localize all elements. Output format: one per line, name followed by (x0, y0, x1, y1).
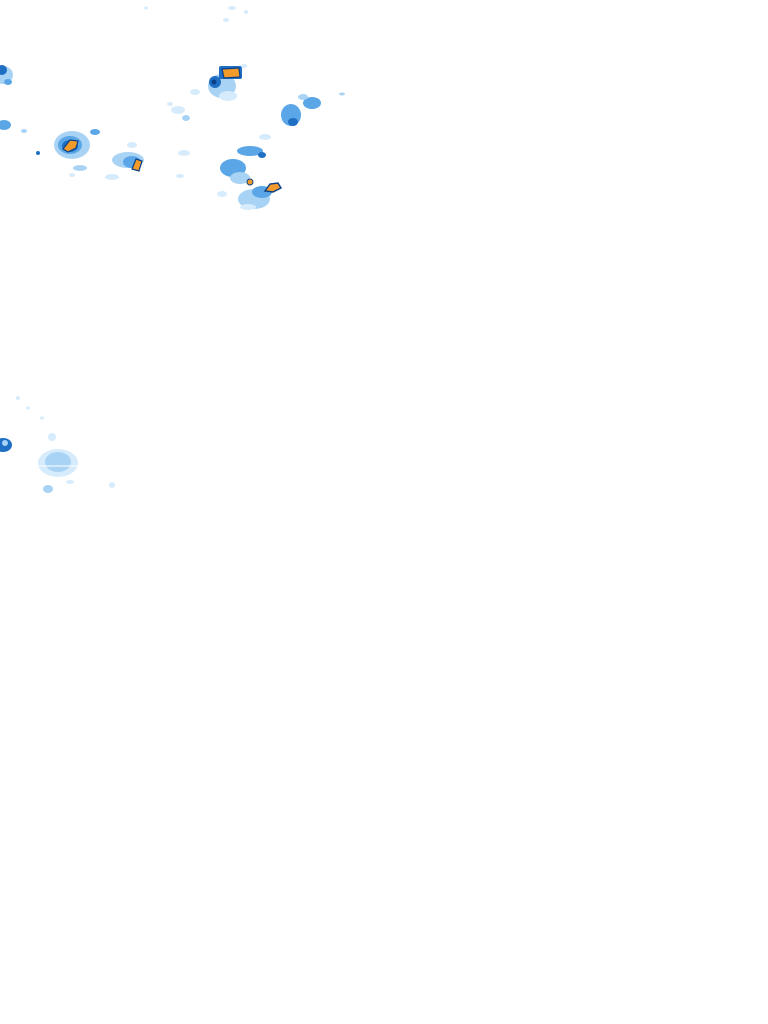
precip-cell (43, 485, 53, 493)
precip-core (221, 67, 241, 79)
precip-cell (0, 65, 7, 75)
precip-cell (21, 129, 27, 133)
precip-cell (144, 6, 148, 10)
precip-core (131, 158, 143, 172)
precip-cell (178, 150, 190, 156)
precipitation-layer (0, 6, 345, 493)
precip-cell (288, 118, 298, 126)
precip-core (62, 139, 79, 153)
precip-cell (259, 134, 271, 140)
precip-cell (182, 115, 190, 121)
precip-cell (0, 120, 11, 130)
precip-core (246, 178, 254, 186)
precip-cell (105, 174, 119, 180)
precip-core (263, 182, 282, 193)
precip-cell (73, 165, 87, 171)
precip-cell (241, 64, 247, 68)
precip-cell (230, 172, 250, 184)
precip-cell (240, 204, 256, 210)
precip-cell (219, 91, 237, 101)
precip-cell (45, 452, 71, 472)
precip-cell (298, 94, 308, 100)
precip-cell (26, 406, 30, 410)
precip-cell (36, 151, 40, 155)
precip-cell (237, 146, 263, 156)
precip-cell (303, 97, 321, 109)
precip-cell (40, 416, 44, 420)
precip-cell (66, 480, 74, 484)
precip-cell (171, 106, 185, 114)
precip-cell (4, 79, 12, 85)
precip-cell (69, 173, 75, 177)
precip-cell (244, 10, 248, 14)
precip-cell (223, 18, 229, 22)
precip-core (211, 79, 217, 85)
precip-cell (228, 6, 236, 10)
precip-cell (190, 89, 200, 95)
precip-cell (127, 142, 137, 148)
precip-cell (176, 174, 184, 178)
precip-cell (258, 152, 266, 158)
precip-cell (217, 191, 227, 197)
precip-cell (109, 482, 115, 488)
precip-cell (16, 396, 20, 400)
precip-cell (167, 102, 173, 106)
precip-cell (48, 433, 56, 441)
precip-cell (2, 440, 8, 446)
precip-cell (339, 92, 345, 96)
precip-cell (90, 129, 100, 135)
